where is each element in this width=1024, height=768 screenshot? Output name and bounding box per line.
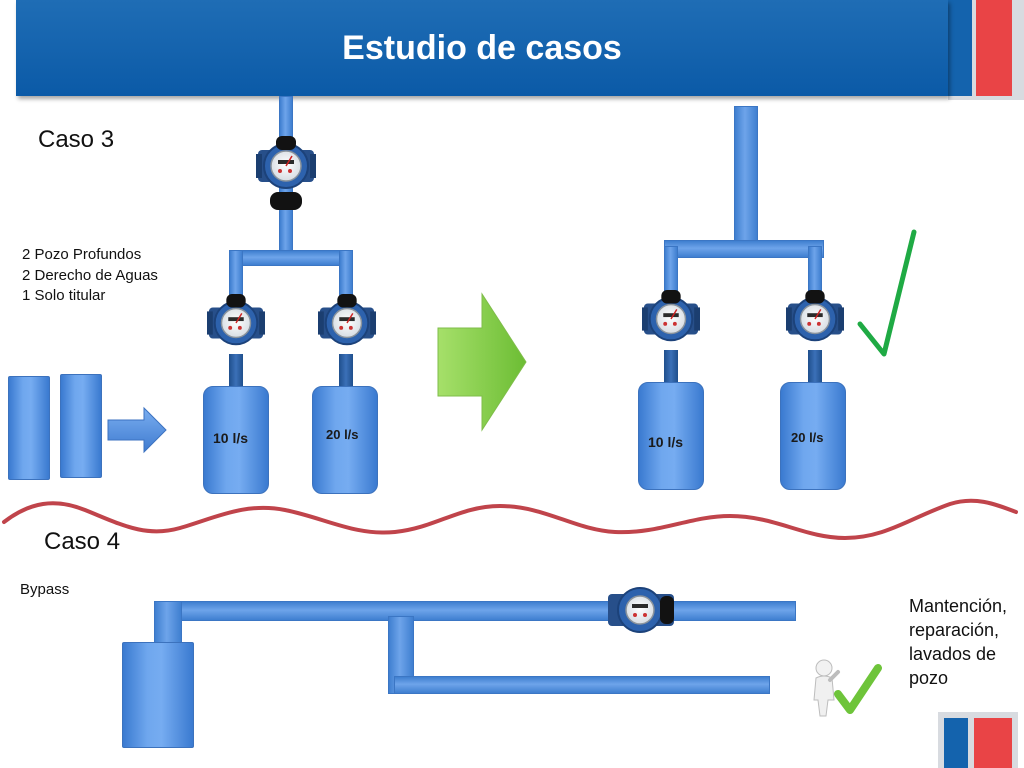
after-right-riser xyxy=(808,350,822,384)
before-tank-right xyxy=(312,386,378,494)
after-tank-left xyxy=(638,382,704,490)
check-mark-icon xyxy=(857,229,917,357)
after-main-pipe xyxy=(734,106,758,242)
before-tank-left xyxy=(203,386,269,494)
caso4-note-2: reparación, xyxy=(909,620,1000,640)
page-title: Estudio de casos xyxy=(342,28,622,67)
after-tank-right xyxy=(780,382,846,490)
caso4-note-4: pozo xyxy=(909,668,949,688)
person-check-icon xyxy=(813,659,882,717)
before-left-riser xyxy=(229,354,243,388)
bypass-bottom-pipe xyxy=(394,676,770,694)
after-left-riser xyxy=(664,350,678,384)
source-tank-1 xyxy=(8,376,50,480)
caso3-note-1: 2 Pozo Profundos xyxy=(22,246,142,263)
header-corner-red xyxy=(976,0,1012,96)
bypass-well-tank xyxy=(122,642,194,748)
caso3-note-2: 2 Derecho de Aguas xyxy=(22,266,158,284)
bypass-label: Bypass xyxy=(20,581,70,598)
caso4-title: Caso 4 xyxy=(44,528,121,555)
flow-arrow-icon xyxy=(437,292,527,432)
before-manifold-pipe xyxy=(229,250,353,266)
before-tank-right-label: 20 l/s xyxy=(326,427,359,442)
footer-corner-red xyxy=(974,718,1012,768)
caso3-title: Caso 3 xyxy=(38,126,115,153)
after-manifold-pipe xyxy=(664,240,824,258)
bypass-tank-riser xyxy=(154,601,182,647)
header-corner-blue xyxy=(948,0,972,96)
after-tank-left-label: 10 l/s xyxy=(648,434,684,450)
wave-divider xyxy=(2,498,1018,541)
header-bar: Estudio de casos xyxy=(16,0,948,96)
water-meter-icon xyxy=(256,136,316,210)
before-tank-left-label: 10 l/s xyxy=(213,430,249,446)
caso3-notes: 2 Pozo Profundos 2 Derecho de Aguas 1 So… xyxy=(22,245,158,307)
caso4-note-1: Mantención, xyxy=(909,596,1008,616)
water-meter-icon xyxy=(786,288,844,350)
water-meter-icon xyxy=(207,292,265,354)
footer-corner-blue xyxy=(944,718,968,768)
water-meter-icon xyxy=(608,587,674,633)
source-tank-2 xyxy=(60,374,102,478)
flow-arrow-icon xyxy=(107,406,167,454)
water-meter-icon xyxy=(642,288,700,350)
caso4-note-3: lavados de xyxy=(909,644,997,664)
caso3-note-3: 1 Solo titular xyxy=(22,287,106,304)
before-right-riser xyxy=(339,354,353,388)
water-meter-icon xyxy=(318,292,376,354)
bypass-top-pipe xyxy=(154,601,796,621)
after-tank-right-label: 20 l/s xyxy=(791,430,824,445)
caso4-notes: Mantención, reparación, lavados de pozo xyxy=(909,594,1007,690)
